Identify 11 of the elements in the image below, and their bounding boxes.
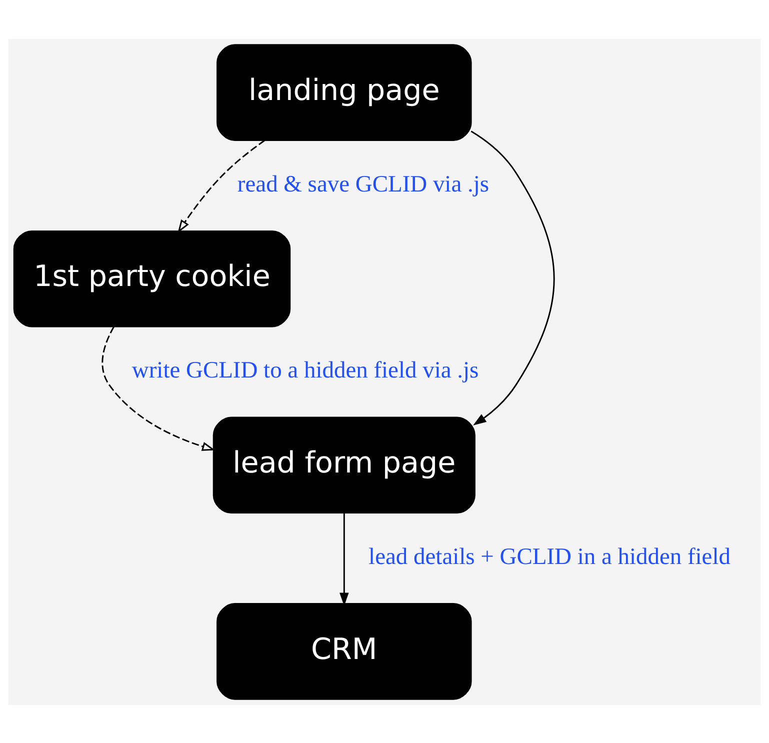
node-box: lead form page — [212, 416, 476, 514]
node-box: CRM — [216, 602, 472, 700]
arrow — [102, 326, 216, 450]
arrow — [340, 512, 349, 606]
node-box: 1st party cookie — [13, 230, 291, 327]
arrow — [178, 139, 266, 232]
edge-label: lead details + GCLID in a hidden field — [368, 543, 730, 570]
edge-label: read & save GCLID via .js — [237, 170, 490, 197]
edge-label: write GCLID to a hidden field via .js — [132, 357, 479, 384]
node-box: landing page — [216, 44, 472, 140]
arrow — [470, 130, 555, 425]
